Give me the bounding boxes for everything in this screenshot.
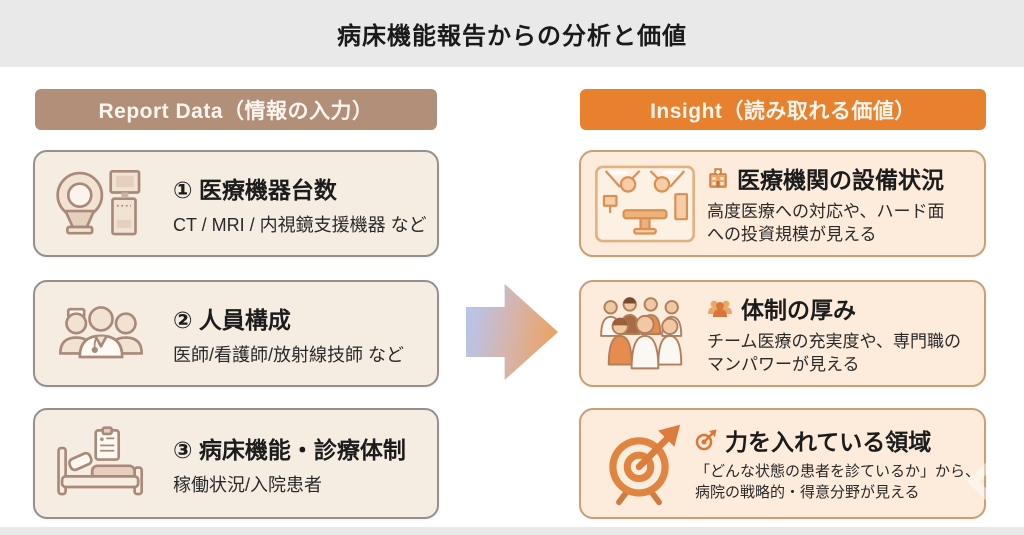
card-subtitle: 稼働状況/入院患者 [173,474,323,495]
card-subtitle: 医師/看護師/放射線技師 など [173,344,405,365]
report-data-header: Report Data（情報の入力） [35,89,437,130]
insight-description: チーム医療の充実度や、専門職の マンパワーが見える [707,331,961,374]
target-illustration [595,421,683,507]
insight-title: 力を入れている領域 [725,429,932,456]
page-title: 病床機能報告からの分析と価値 [337,23,687,50]
flow-arrow [466,284,558,380]
card-focus-area: 力を入れている領域 「どんな状態の患者を診ているか」から、 病院の戦略的・得意分… [579,408,986,519]
bottom-band [0,527,1024,535]
card-title: ① 医療機器台数 [173,176,337,203]
operating-room-illustration [595,162,695,246]
insight-title: 体制の厚み [741,296,856,323]
card-team-depth: 体制の厚み チーム医療の充実度や、専門職の マンパワーが見える [579,280,986,387]
card-medical-equipment: ① 医療機器台数 CT / MRI / 内視鏡支援機器 など [33,150,439,257]
ct-scanner-icon [55,162,147,246]
hospital-icon [707,167,729,189]
slide-prev-chevron-icon[interactable] [968,458,998,510]
title-band: 病床機能報告からの分析と価値 [0,0,1024,67]
card-title: ② 人員構成 [173,306,291,333]
hospital-bed-icon [55,422,147,506]
card-subtitle: CT / MRI / 内視鏡支援機器 など [173,214,427,235]
insight-description: 「どんな状態の患者を診ているか」から、 病院の戦略的・得意分野が見える [695,463,981,501]
card-staff-composition: ② 人員構成 医師/看護師/放射線技師 など [33,280,439,387]
insight-description: 高度医療への対応や、ハード面 への投資規模が見える [707,201,945,244]
target-icon [695,429,717,451]
card-title: ③ 病床機能・診療体制 [173,436,406,463]
medical-staff-icon [55,292,147,376]
card-facility-status: 医療機関の設備状況 高度医療への対応や、ハード面 への投資規模が見える [579,150,986,257]
medical-team-illustration [595,292,695,376]
insight-title: 医療機関の設備状況 [737,166,944,193]
people-icon [707,298,733,318]
insight-header: Insight（読み取れる価値） [580,89,986,130]
card-bed-function: ③ 病床機能・診療体制 稼働状況/入院患者 [33,408,439,519]
